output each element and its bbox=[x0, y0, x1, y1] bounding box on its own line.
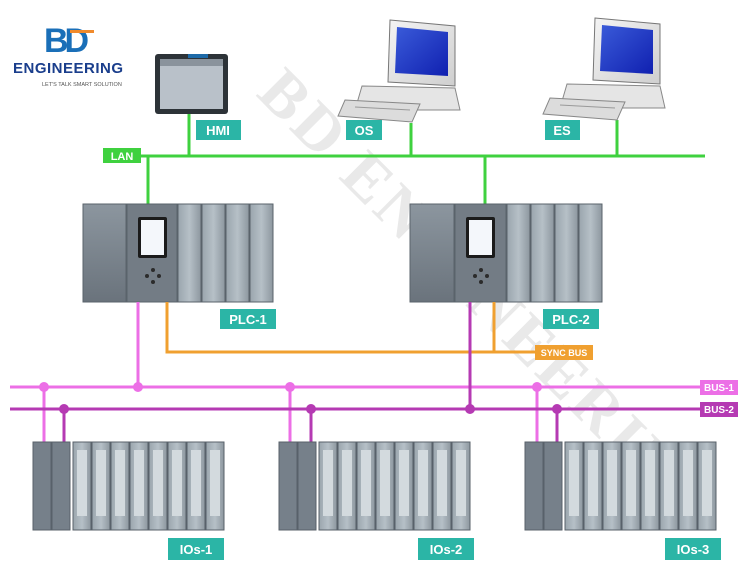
terminal-strip bbox=[172, 450, 182, 516]
ios-3-label: IOs-3 bbox=[677, 542, 710, 557]
io-rack-1 bbox=[32, 441, 225, 531]
terminal-strip bbox=[115, 450, 125, 516]
bus-2-network: BUS-2 bbox=[10, 302, 738, 442]
terminal-strip bbox=[437, 450, 447, 516]
terminal-strip bbox=[588, 450, 598, 516]
plc-2-modules bbox=[506, 203, 603, 303]
sync-bus-label-box bbox=[535, 345, 593, 360]
company-logo: BD ENGINEERING LET'S TALK SMART SOLUTION bbox=[13, 22, 124, 88]
lan-label: LAN bbox=[111, 151, 134, 163]
plc-2-label: PLC-2 bbox=[552, 312, 590, 327]
terminal-strip bbox=[380, 450, 390, 516]
os-label-box bbox=[346, 120, 382, 140]
logo-mark: BD bbox=[44, 22, 89, 60]
lan-network: LAN bbox=[103, 113, 705, 205]
terminal-strip bbox=[191, 450, 201, 516]
io-rack-2 bbox=[278, 441, 471, 531]
ios-1-label-box bbox=[168, 538, 224, 560]
terminal-strip bbox=[361, 450, 371, 516]
terminal-strip bbox=[569, 450, 579, 516]
os-label: OS bbox=[355, 123, 374, 138]
terminal-strip bbox=[456, 450, 466, 516]
terminal-strip bbox=[134, 450, 144, 516]
terminal-strip bbox=[683, 450, 693, 516]
ios-3-label-box bbox=[665, 538, 721, 560]
plc-1-modules bbox=[177, 203, 274, 303]
hmi-label: HMI bbox=[206, 123, 230, 138]
plc-1-controller: PLC-1 bbox=[82, 203, 276, 329]
ios-1-label: IOs-1 bbox=[180, 542, 213, 557]
terminal-strip bbox=[342, 450, 352, 516]
hmi-panel: HMI bbox=[155, 54, 241, 140]
terminal-strip bbox=[399, 450, 409, 516]
terminal-strip bbox=[645, 450, 655, 516]
sync-bus-label: SYNC BUS bbox=[541, 348, 588, 358]
terminal-strip bbox=[702, 450, 712, 516]
terminal-strip bbox=[626, 450, 636, 516]
bus-2-label: BUS-2 bbox=[704, 405, 734, 416]
interface-module bbox=[51, 441, 71, 531]
bus-2-label-box bbox=[700, 402, 738, 417]
lan-label-box bbox=[103, 148, 141, 163]
plc-1-label: PLC-1 bbox=[229, 312, 267, 327]
es-label-box bbox=[545, 120, 580, 140]
io-racks bbox=[32, 441, 717, 531]
bus-1-label-box bbox=[700, 380, 738, 395]
os-workstation: OS bbox=[337, 19, 461, 140]
sync-bus: SYNC BUS bbox=[165, 302, 593, 360]
plc-1-label-box bbox=[220, 309, 276, 329]
terminal-strip bbox=[77, 450, 87, 516]
terminal-strip bbox=[210, 450, 220, 516]
es-label: ES bbox=[553, 123, 571, 138]
bus-1-network: BUS-1 bbox=[10, 302, 738, 442]
terminal-strip bbox=[664, 450, 674, 516]
interface-module bbox=[543, 441, 563, 531]
logo-name: ENGINEERING bbox=[13, 60, 124, 77]
plc-2-label-box bbox=[543, 309, 599, 329]
ios-2-label-box bbox=[418, 538, 474, 560]
terminal-strip bbox=[153, 450, 163, 516]
interface-module bbox=[32, 441, 52, 531]
bus-1-label: BUS-1 bbox=[704, 383, 734, 394]
terminal-strip bbox=[418, 450, 428, 516]
terminal-strip bbox=[607, 450, 617, 516]
hmi-label-box bbox=[196, 120, 241, 140]
terminal-strip bbox=[96, 450, 106, 516]
ios-2-label: IOs-2 bbox=[430, 542, 463, 557]
es-workstation: ES bbox=[542, 17, 666, 140]
plc-2-controller: PLC-2 bbox=[409, 203, 603, 329]
interface-module bbox=[278, 441, 298, 531]
logo-tagline: LET'S TALK SMART SOLUTION bbox=[42, 82, 122, 88]
interface-module bbox=[524, 441, 544, 531]
interface-module bbox=[297, 441, 317, 531]
io-rack-3 bbox=[524, 441, 717, 531]
terminal-strip bbox=[323, 450, 333, 516]
